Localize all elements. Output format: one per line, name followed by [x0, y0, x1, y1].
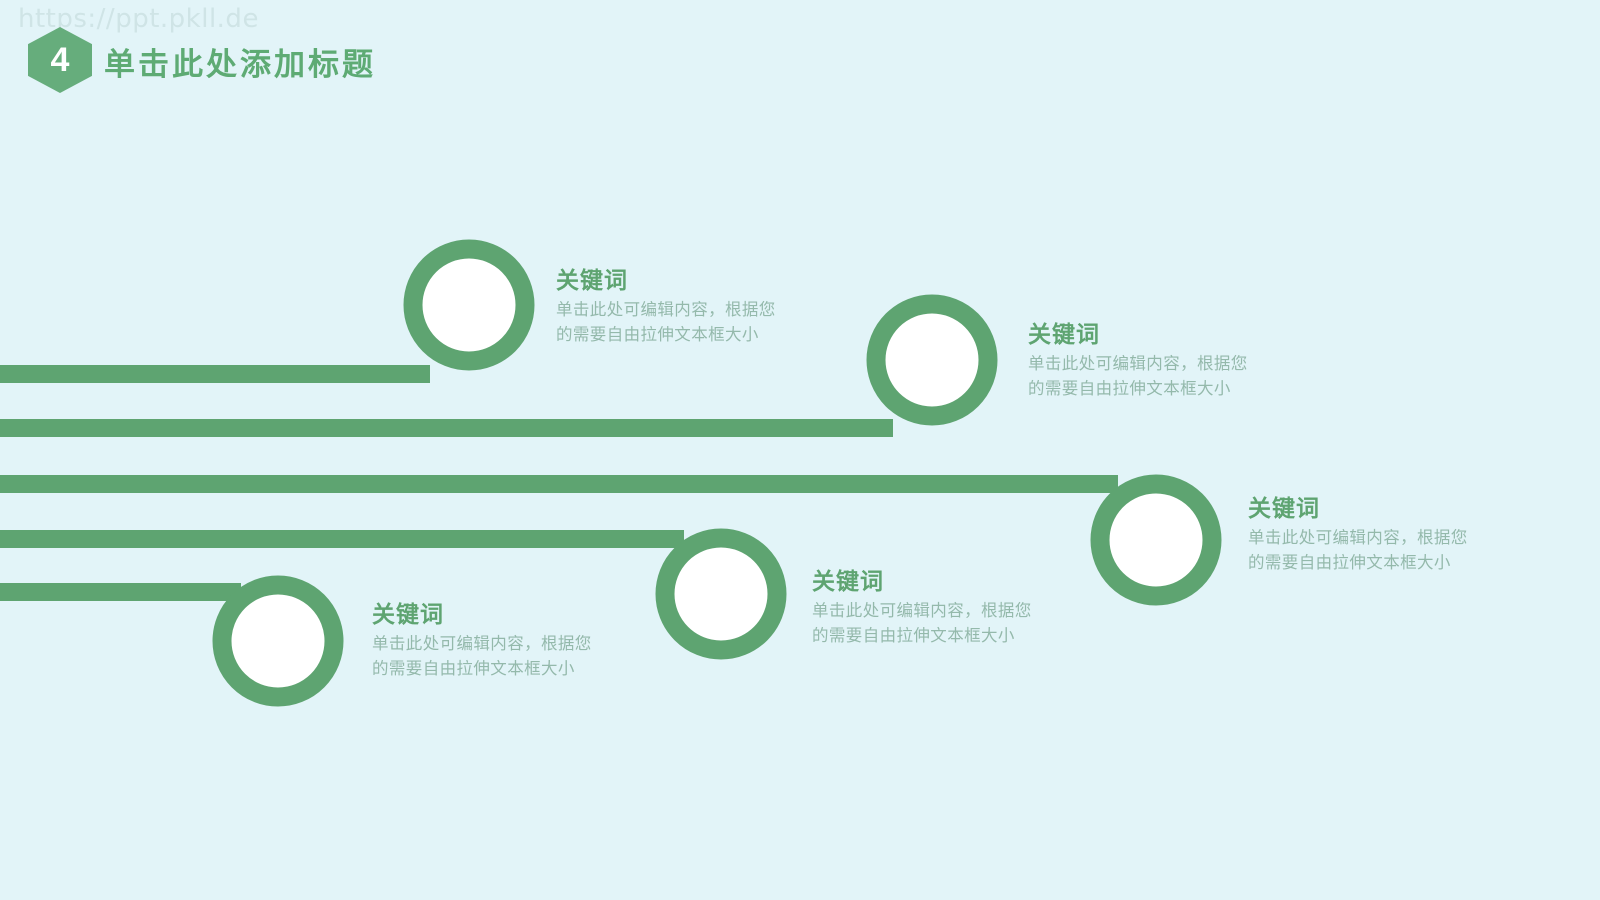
callout-description-line-2: 的需要自由拉伸文本框大小	[1248, 554, 1451, 573]
callout-keyword: 关键词	[556, 267, 628, 293]
node-ring-2	[866, 294, 998, 426]
callout-item-5: 关键词 单击此处可编辑内容，根据您 的需要自由拉伸文本框大小	[372, 600, 592, 683]
callout-keyword: 关键词	[812, 568, 884, 594]
badge-number: 4	[50, 41, 70, 79]
callout-description-line-1: 单击此处可编辑内容，根据您	[812, 601, 1032, 620]
callout-description-line-2: 的需要自由拉伸文本框大小	[1028, 380, 1231, 399]
callout-item-4: 关键词 单击此处可编辑内容，根据您 的需要自由拉伸文本框大小	[812, 567, 1032, 650]
callout-description-line-2: 的需要自由拉伸文本框大小	[812, 627, 1015, 646]
callout-description-line-1: 单击此处可编辑内容，根据您	[1248, 528, 1468, 547]
callout-item-3: 关键词 单击此处可编辑内容，根据您 的需要自由拉伸文本框大小	[1248, 494, 1468, 577]
track-2	[0, 294, 998, 437]
callout-item-2: 关键词 单击此处可编辑内容，根据您 的需要自由拉伸文本框大小	[1028, 320, 1248, 403]
node-ring-4	[655, 528, 787, 660]
track-3	[0, 474, 1222, 606]
page-title: 单击此处添加标题	[104, 47, 376, 82]
section-number-badge: 4	[28, 27, 92, 93]
slide-header: 4 单击此处添加标题	[0, 0, 1600, 110]
track-5	[0, 575, 344, 707]
callout-item-1: 关键词 单击此处可编辑内容，根据您 的需要自由拉伸文本框大小	[556, 266, 776, 349]
callout-description-line-2: 的需要自由拉伸文本框大小	[556, 326, 759, 345]
track-4	[0, 528, 787, 660]
callout-keyword: 关键词	[372, 601, 444, 627]
callout-keyword: 关键词	[1248, 495, 1320, 521]
node-ring-3	[1090, 474, 1222, 606]
node-ring-5	[212, 575, 344, 707]
track-1	[0, 239, 535, 383]
callout-keyword: 关键词	[1028, 321, 1100, 347]
callout-description-line-1: 单击此处可编辑内容，根据您	[556, 300, 776, 319]
node-ring-1	[403, 239, 535, 371]
callout-description-line-1: 单击此处可编辑内容，根据您	[372, 634, 592, 653]
callout-description-line-2: 的需要自由拉伸文本框大小	[372, 660, 575, 679]
callout-description-line-1: 单击此处可编辑内容，根据您	[1028, 354, 1248, 373]
